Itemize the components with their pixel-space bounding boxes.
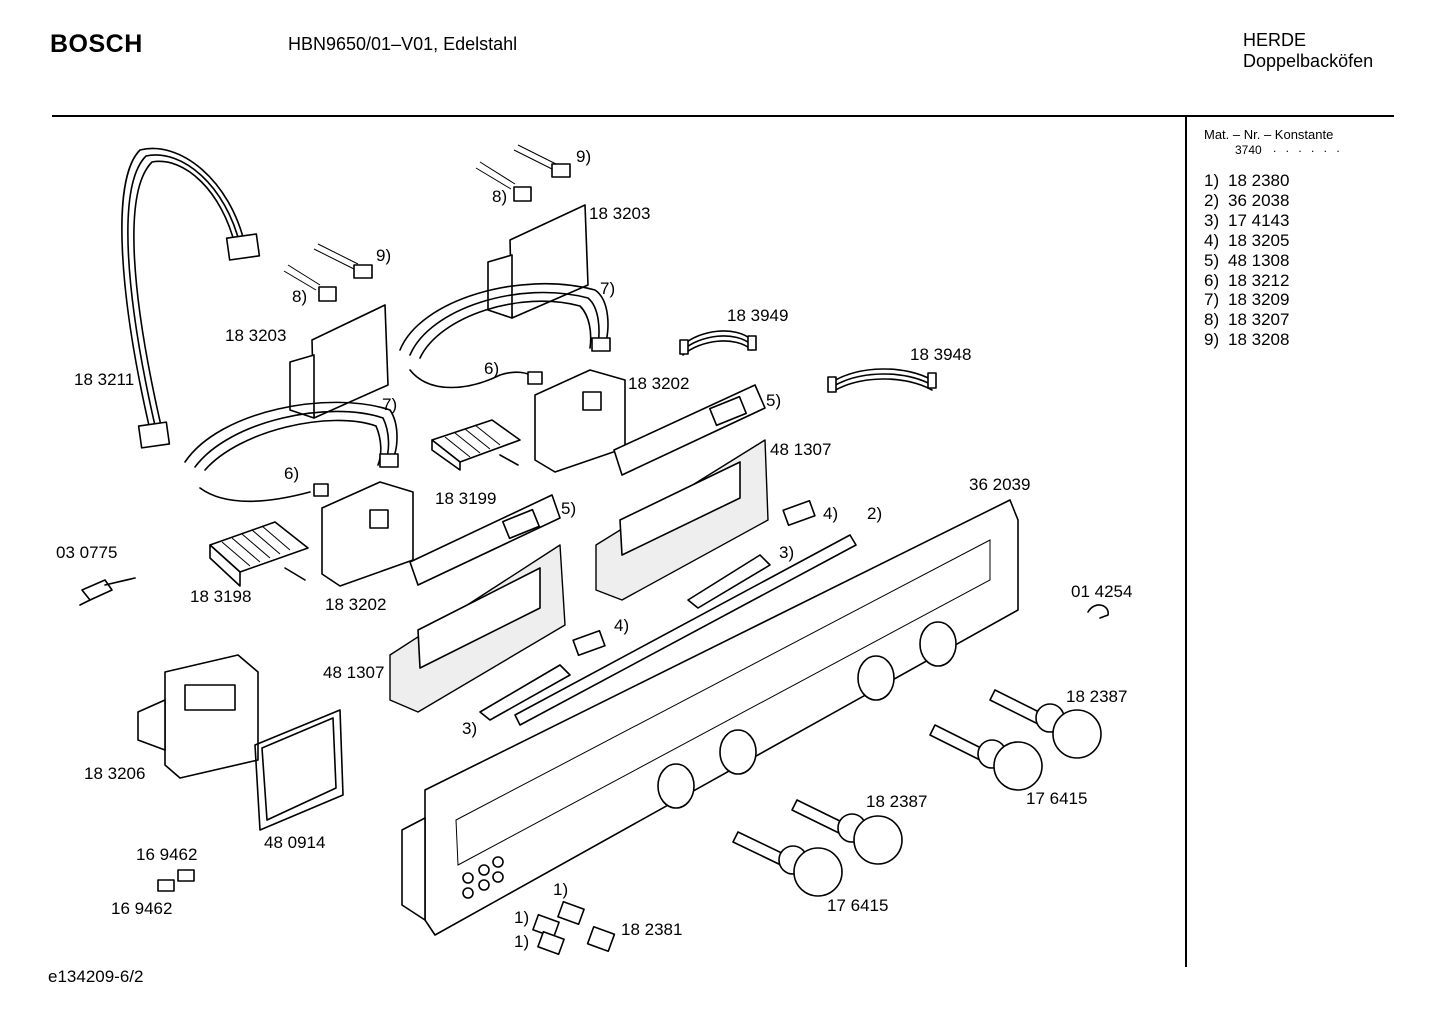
part-number: 36 2038 <box>1228 190 1290 210</box>
callout-label: 7) <box>600 279 616 298</box>
callout-label: 18 3949 <box>727 306 789 325</box>
callout-label: 18 3199 <box>435 489 497 508</box>
callout-label: 6) <box>484 359 500 378</box>
callout-label: 9) <box>576 147 592 166</box>
parts-list-item: 3) 17 4143 <box>1204 211 1289 231</box>
part-index: 8) <box>1204 310 1220 330</box>
exploded-parts-diagram <box>79 144 1109 956</box>
ribbon-cable-part <box>679 330 937 393</box>
part-index: 7) <box>1204 290 1220 310</box>
header-divider <box>52 115 1394 117</box>
part-index: 2) <box>1204 190 1220 210</box>
display-module-part <box>137 654 259 779</box>
model-title: HBN9650/01–V01, Edelstahl <box>288 34 518 54</box>
callout-label: 48 0914 <box>264 833 326 852</box>
part-index: 6) <box>1204 270 1220 290</box>
flat-cable-part <box>121 147 261 449</box>
part-number: 48 1308 <box>1228 250 1290 270</box>
part-number: 18 3209 <box>1228 290 1290 310</box>
callout-label: 18 3948 <box>910 345 972 364</box>
callout-label: 6) <box>284 464 300 483</box>
parts-list-item: 9) 18 3208 <box>1204 330 1289 350</box>
callout-label: 5) <box>766 391 782 410</box>
push-button-part <box>532 900 616 956</box>
callout-label: 7) <box>382 395 398 414</box>
circuit-board-part <box>289 204 589 419</box>
material-constant-code: 3740 <box>1235 143 1262 157</box>
part-index: 4) <box>1204 230 1220 250</box>
callout-label: 2) <box>867 504 883 523</box>
callout-label: 1) <box>553 880 569 899</box>
callout-label: 8) <box>492 187 508 206</box>
callout-label: 18 3211 <box>74 370 135 389</box>
callout-label: 8) <box>292 287 308 306</box>
callout-label: 17 6415 <box>827 896 889 915</box>
callout-label: 3) <box>779 543 795 562</box>
callout-label: 18 3203 <box>589 204 651 223</box>
subcategory-label: Doppelbacköfen <box>1243 51 1374 71</box>
callout-label: 18 2387 <box>866 792 928 811</box>
parts-list-item: 4) 18 3205 <box>1204 231 1289 251</box>
callout-label: 18 3206 <box>84 764 146 783</box>
part-number: 18 3205 <box>1228 230 1290 250</box>
part-index: 3) <box>1204 210 1220 230</box>
drawing-id: e134209-6/2 <box>48 967 144 986</box>
parts-list-item: 8) 18 3207 <box>1204 310 1289 330</box>
lamp-holder-part <box>157 869 195 892</box>
callout-label: 03 0775 <box>56 543 118 562</box>
parts-list: 1)18 2380 2)36 2038 3)17 4143 4)18 3205 … <box>1204 171 1289 350</box>
bracket-frame-part <box>254 709 344 831</box>
control-knob-part <box>732 689 1102 897</box>
display-frame-part <box>389 384 769 713</box>
callout-label: 48 1307 <box>770 440 832 459</box>
callout-label: 17 6415 <box>1026 789 1088 808</box>
callout-label: 18 3202 <box>628 374 690 393</box>
callout-label: 4) <box>614 616 630 635</box>
part-index: 5) <box>1204 250 1220 270</box>
side-panel-divider <box>1185 117 1187 967</box>
callout-label: 5) <box>561 499 577 518</box>
control-panel-part <box>401 499 1019 936</box>
callout-label: 4) <box>823 504 839 523</box>
part-number: 18 3212 <box>1228 270 1290 290</box>
callout-label: 18 2381 <box>621 920 683 939</box>
callout-label: 18 3203 <box>225 326 287 345</box>
parts-list-item: 5) 48 1308 <box>1204 251 1289 271</box>
callout-label: 18 3202 <box>325 595 387 614</box>
material-number-title: Mat. – Nr. – Konstante <box>1204 127 1334 142</box>
parts-list-item: 7) 18 3209 <box>1204 290 1289 310</box>
parts-list-item: 6) 18 3212 <box>1204 271 1289 291</box>
callout-label: 9) <box>376 246 392 265</box>
clip-part <box>1087 604 1109 619</box>
part-number: 18 3208 <box>1228 330 1290 350</box>
part-index: 1) <box>1204 171 1220 190</box>
part-number: 17 4143 <box>1228 210 1290 230</box>
part-index: 9) <box>1204 330 1220 350</box>
callout-label: 1) <box>514 932 530 951</box>
callout-label: 18 3198 <box>190 587 252 606</box>
part-number: 18 3207 <box>1228 310 1290 330</box>
parts-list-item: 1) 18 2380 <box>1204 171 1289 191</box>
callout-label: 36 2039 <box>969 475 1031 494</box>
thermo-switch-part <box>79 577 136 606</box>
sensor-cable-part <box>199 369 543 503</box>
callout-label: 01 4254 <box>1071 582 1133 601</box>
switch-housing-part <box>321 369 626 587</box>
connector-lead-part <box>283 144 571 302</box>
callout-label: 48 1307 <box>323 663 385 682</box>
material-constant-dots: . . . . . . <box>1273 141 1343 155</box>
selector-switch-part <box>209 419 521 587</box>
callout-label: 1) <box>514 908 530 927</box>
category-label: HERDE <box>1243 30 1307 50</box>
button-strip-part <box>479 499 857 726</box>
wire-harness-part <box>184 283 611 471</box>
callout-label: 16 9462 <box>136 845 198 864</box>
brand-logo: BOSCH <box>50 30 143 58</box>
callout-label: 18 2387 <box>1066 687 1128 706</box>
callout-label: 3) <box>462 719 478 738</box>
parts-list-item: 2) 36 2038 <box>1204 191 1289 211</box>
callout-label: 16 9462 <box>111 899 173 918</box>
part-number: 18 2380 <box>1228 171 1290 190</box>
